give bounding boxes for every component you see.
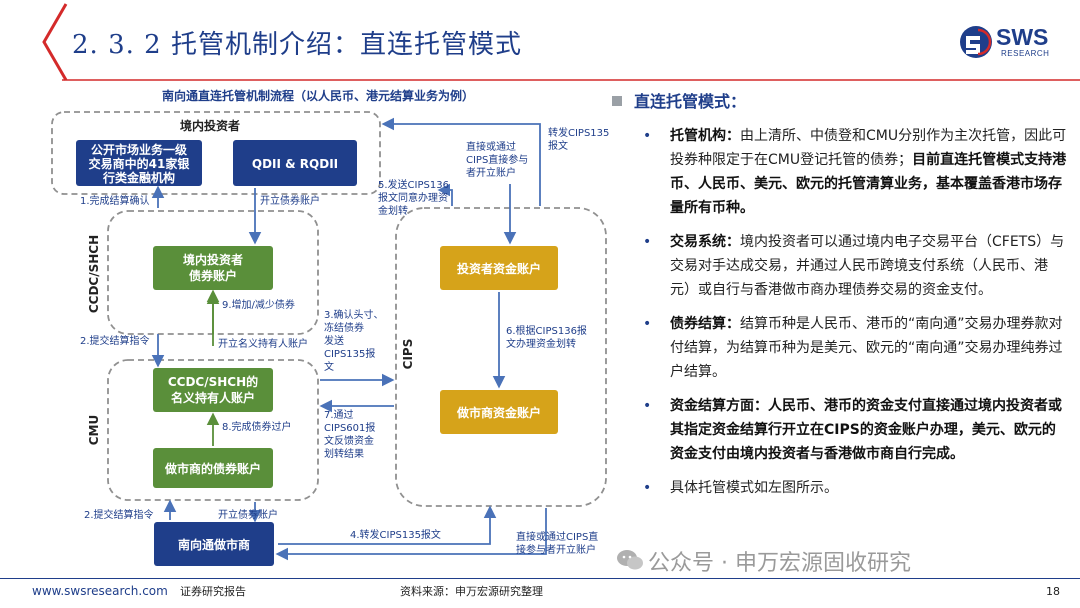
side-label-cips: CIPS — [401, 339, 415, 370]
slide-title: 2. 3. 2 托管机制介绍：直连托管模式 — [72, 30, 522, 60]
panel-heading: 直连托管模式： — [612, 88, 1067, 114]
investor-fund-account-box — [440, 246, 558, 290]
bullet-3-lead: 债券结算： — [670, 316, 740, 332]
nominee-line1: CCDC/SHCH的 — [168, 374, 258, 389]
dot-bullet-icon: • — [643, 480, 652, 496]
investor-group-label: 境内投资者 — [180, 118, 240, 133]
nominee-line2: 名义持有人账户 — [171, 390, 255, 405]
watermark-text: 公众号 · 申万宏源固收研究 — [648, 551, 911, 576]
custody-flow-diagram: 南向通直连托管机制流程（以人民币、港元结算业务为例） 境内投资者 CCDC/SH… — [51, 88, 609, 566]
bullet-4-lead: 资金结算方面： — [670, 398, 768, 414]
bullet-3-text: 结算币种是人民币、港币的“南向通”交易办理券款对付结算，为结算币种为是美元、欧元… — [670, 316, 1063, 380]
label-step7-4: 划转结果 — [324, 447, 364, 460]
logo-text: SWS — [996, 24, 1049, 50]
label-step3-3: 发送 — [324, 334, 344, 347]
bullet-trading-system: • 交易系统：境内投资者可以通过境内电子交易平台（CFETS）与交易对手达成交易… — [612, 230, 1067, 302]
mm-fund-label: 做市商资金账户 — [456, 405, 541, 420]
label-open-nominee: 开立名义持有人账户 — [218, 337, 308, 350]
cips-group-frame — [395, 207, 607, 507]
label-step6-1: 6.根据CIPS136报 — [506, 324, 587, 337]
footer-source: 资料来源：申万宏源研究整理 — [400, 585, 543, 598]
bank-dealers-line1: 公开市场业务一级 — [91, 142, 187, 157]
label-direct-top-1: 直接或通过 — [466, 140, 516, 153]
wechat-icon — [617, 550, 643, 570]
bullet-1-bold: 目前直连托管模式支持港币、人民币、美元、欧元的托管清算业务，基本覆盖香港市场存量… — [670, 152, 1067, 216]
nominee-account-box — [153, 368, 273, 412]
bank-dealers-line3: 行类金融机构 — [102, 170, 175, 185]
bullet-2-lead: 交易系统： — [670, 234, 740, 250]
bullet-fund-settlement: • 资金结算方面：人民币、港币的资金支付直接通过境内投资者或其指定资金结算行开立… — [612, 394, 1067, 466]
arrow-forward-cips — [381, 117, 541, 206]
qdii-label: QDII & RQDII — [252, 157, 338, 171]
mm-bond-label: 做市商的债券账户 — [164, 461, 261, 476]
page-number: 18 — [1046, 585, 1060, 598]
bullet-bond-settlement: • 债券结算：结算币种是人民币、港币的“南向通”交易办理券款对付结算，为结算币种… — [612, 312, 1067, 384]
label-step5-2: 报文同意办理资 — [378, 191, 448, 204]
arrow-step4 — [278, 505, 497, 545]
label-step5-3: 金划转 — [378, 204, 408, 217]
bullet-see-diagram: • 具体托管模式如左图所示。 — [612, 476, 1067, 500]
investor-fund-label: 投资者资金账户 — [457, 261, 541, 276]
footer-report-type: 证券研究报告 — [180, 585, 246, 598]
label-open-bond2: 开立债券账户 — [218, 508, 278, 521]
label-step7-1: 7.通过 — [324, 408, 354, 421]
sws-logo-icon — [960, 26, 992, 58]
bank-dealers-line2: 交易商中的41家银 — [89, 156, 191, 171]
label-step8: 8.完成债券过户 — [222, 420, 292, 433]
label-step6-2: 文办理资金划转 — [506, 337, 576, 350]
dot-bullet-icon: • — [643, 398, 652, 414]
mm-bond-account-box — [153, 448, 273, 488]
market-maker-label: 南向通做市商 — [178, 537, 250, 552]
dot-bullet-icon: • — [643, 128, 652, 144]
label-step3-4: CIPS135报 — [324, 347, 375, 360]
label-step7-2: CIPS601报 — [324, 421, 375, 434]
label-forward-cips-1: 转发CIPS135 — [548, 126, 609, 139]
label-step3-2: 冻结债券 — [324, 321, 364, 334]
panel-heading-text: 直连托管模式： — [634, 92, 747, 111]
dot-bullet-icon: • — [643, 234, 652, 250]
label-step3-5: 文 — [324, 360, 334, 373]
label-direct-top-3: 者开立账户 — [466, 166, 516, 179]
bullet-2-text: 境内投资者可以通过境内电子交易平台（CFETS）与交易对手达成交易，并通过人民币… — [670, 234, 1065, 298]
label-step7-3: 文反馈资金 — [324, 434, 374, 447]
label-step1: 1.完成结算确认 — [80, 194, 150, 207]
bullet-1-text: 由上清所、中债登和CMU分别作为主次托管，因此可投券种限定于在CMU登记托管的债… — [670, 128, 1067, 168]
label-direct-bottom-2: 接参与者开立账户 — [516, 543, 596, 556]
label-step2b: 2.提交结算指令 — [84, 508, 154, 521]
label-step9: 9.增加/减少债券 — [222, 298, 295, 311]
arrow-step5 — [437, 183, 453, 206]
bullet-1-lead: 托管机构： — [670, 128, 740, 144]
header-band — [0, 0, 1080, 84]
square-bullet-icon — [612, 96, 622, 106]
label-direct-top-2: CIPS直接参与 — [466, 153, 528, 166]
logo-subtext: RESEARCH — [1001, 49, 1050, 58]
investor-group-frame — [51, 111, 381, 195]
investor-bond-line1: 境内投资者 — [183, 252, 243, 267]
description-panel: 直连托管模式： • 托管机构：由上清所、中债登和CMU分别作为主次托管，因此可投… — [612, 88, 1067, 500]
label-forward-cips-2: 报文 — [548, 139, 568, 152]
label-direct-bottom-1: 直接或通过CIPS直 — [516, 530, 598, 543]
mm-fund-account-box — [440, 390, 558, 434]
label-step2a: 2.提交结算指令 — [80, 334, 150, 347]
diagram-title: 南向通直连托管机制流程（以人民币、港元结算业务为例） — [162, 88, 474, 103]
bank-dealers-box — [76, 140, 202, 186]
side-label-cmu: CMU — [87, 415, 101, 446]
bullet-custody-institutions: • 托管机构：由上清所、中债登和CMU分别作为主次托管，因此可投券种限定于在CM… — [612, 124, 1067, 220]
label-step3-1: 3.确认头寸、 — [324, 308, 384, 321]
label-step4: 4.转发CIPS135报文 — [350, 528, 441, 541]
bullet-4-bold: 人民币、港币的资金支付直接通过境内投资者或其指定资金结算行开立在CIPS的资金账… — [670, 398, 1062, 462]
arrow-direct-bottom — [275, 508, 547, 561]
investor-bond-line2: 债券账户 — [189, 268, 237, 283]
label-open-bond1: 开立债券账户 — [260, 194, 320, 207]
market-maker-box — [154, 522, 274, 566]
dot-bullet-icon: • — [643, 316, 652, 332]
side-label-ccdc: CCDC/SHCH — [87, 235, 101, 313]
footer-divider — [0, 578, 1080, 579]
qdii-box — [233, 140, 357, 186]
bullet-5-text: 具体托管模式如左图所示。 — [670, 480, 838, 496]
investor-bond-account-box — [153, 246, 273, 290]
footer-url-link[interactable]: www.swsresearch.com — [32, 584, 168, 598]
cmu-group-frame — [107, 359, 319, 501]
label-step5-1: 5.发送CIPS136 — [378, 178, 449, 191]
